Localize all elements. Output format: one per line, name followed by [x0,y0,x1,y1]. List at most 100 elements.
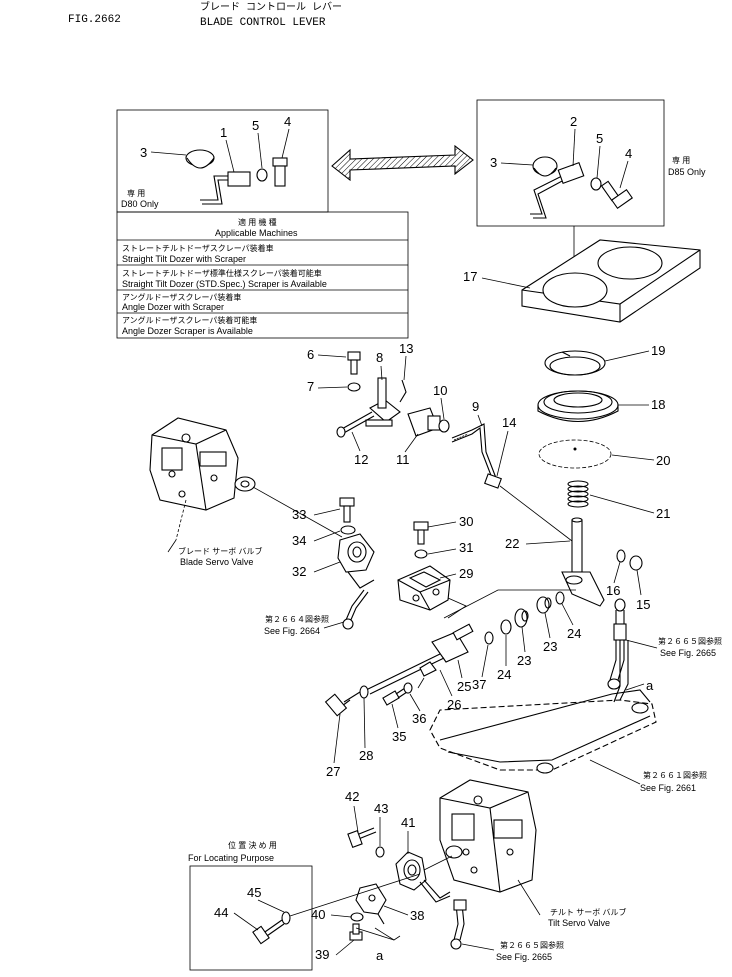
blade-servo-label-en: Blade Servo Valve [180,557,253,567]
callout-14: 14 [502,415,516,430]
bolt-head-icon [272,157,288,167]
callout-39: 39 [315,947,329,962]
callout-12: 12 [354,452,368,467]
blade-servo-valve: ブレード サーボ バルブ Blade Servo Valve [149,417,262,567]
d85-note-jp: 専 用 [672,155,690,165]
bolt-35-icon [382,690,400,706]
callout-24-left: 24 [497,667,511,682]
figure-header: FIG.2662 ブレード コントロール レバー BLADE CONTROL L… [68,0,342,29]
callout-37: 37 [472,677,486,692]
callout-35: 35 [392,729,406,744]
d80-note-jp: 専 用 [127,188,145,198]
lever-icon [200,175,232,201]
bolt-12-icon [339,411,373,431]
callout-44: 44 [214,905,228,920]
ref-2665b-label-jp: 第２６６５図参照 [500,940,564,950]
callout-21: 21 [656,506,670,521]
callout-8: 8 [376,350,383,365]
bolt-shank-icon [274,165,286,187]
spring-21-icon [567,480,589,508]
callout-11: 11 [396,452,410,467]
callout-9: 9 [472,399,479,414]
bushing-23b-icon [536,596,550,614]
callout-24-right: 24 [567,626,581,641]
bracket-38-icon [355,883,387,915]
callout-7: 7 [307,379,314,394]
callout-3-d85: 3 [490,155,497,170]
bolt-33-icon [339,497,355,507]
washer-34-icon [340,525,356,535]
rod-end-14-icon [484,473,502,489]
table-row-1-jp: ストレートチルトドーザスクレーパ装着車 [122,243,274,253]
pin-13-icon [399,379,407,403]
callout-10: 10 [433,383,447,398]
washer-45-icon [281,911,291,925]
callout-31: 31 [459,540,473,555]
inset-d80: 3 1 5 4 専 用 D80 Only [116,109,329,213]
bracket-29-assembly: 30 31 29 [397,514,473,611]
knob-dome-icon [186,157,215,169]
inset-d85: 3 2 5 4 専 用 D85 Only [476,99,706,227]
callout-40: 40 [311,907,325,922]
d80-note-en: D80 Only [121,199,159,209]
link-rod-icon [345,589,365,621]
callout-16: 16 [606,583,620,598]
washer-40-icon [350,912,364,922]
callout-32: 32 [292,564,306,579]
double-arrow-icon [331,144,474,182]
washer-16-icon [616,549,626,563]
callout-4-d80: 4 [284,114,291,129]
figure-number: FIG.2662 [68,14,121,26]
bushing-24-icon [500,619,512,635]
table-row-1-en: Straight Tilt Dozer with Scraper [122,254,246,264]
tilt-servo-label-jp: チルト サーボ バルブ [550,907,626,917]
d85-note-en: D85 Only [668,167,706,177]
callout-4-d85: 4 [625,146,632,161]
callout-28: 28 [359,748,373,763]
callout-5-d80: 5 [252,118,259,133]
callout-15: 15 [636,597,650,612]
washer-28-icon [359,685,369,699]
table-row-2-jp: ストレートチルトドーザ標準仕様スクレーパ装着可能車 [122,268,322,278]
joint-a-upper: a [646,678,654,693]
inset-d85-frame [476,99,665,227]
inset-locating: 位 置 決 め 用 For Locating Purpose 44 45 [188,840,421,971]
linkage-upper: 6 7 8 13 12 11 10 9 14 [307,341,516,489]
callout-5-d85: 5 [596,131,603,146]
applicable-machines-table: 適 用 機 種 Applicable Machines ストレートチルトドーザス… [116,211,409,339]
callout-3-d80: 3 [140,145,147,160]
table-row-3-en: Angle Dozer with Scraper [122,302,224,312]
table-row-3-jp: アングルドーザスクレーパ装着車 [122,292,241,302]
callout-22: 22 [505,536,519,551]
boot-assembly: 19 18 20 21 [537,343,670,521]
callout-17: 17 [463,269,477,284]
blade-servo-label-jp: ブレード サーボ バルブ [178,546,262,556]
callout-25: 25 [457,679,471,694]
joint-a-lower: a [376,948,384,963]
callout-43: 43 [374,801,388,816]
callout-36: 36 [412,711,426,726]
callout-19: 19 [651,343,665,358]
callout-30: 30 [459,514,473,529]
washer-43-icon [375,846,385,858]
cover-plate-17: 17 [463,239,701,323]
figure-title-en: BLADE CONTROL LEVER [200,17,326,29]
frame-2661: 第２６６１図参照 See Fig. 2661 [429,640,707,793]
callout-29: 29 [459,566,473,581]
callout-26: 26 [447,697,461,712]
table-row-2-en: Straight Tilt Dozer (STD.Spec.) Scraper … [122,279,327,289]
tilt-servo-valve: チルト サーボ バルブ Tilt Servo Valve [439,779,626,928]
locating-label-jp: 位 置 決 め 用 [228,840,277,850]
figure-title-jp: ブレード コントロール レバー [200,0,342,14]
callout-23-right: 23 [543,639,557,654]
rod-9-icon [451,423,497,479]
ref-2665-label-en: See Fig. 2665 [660,648,716,658]
linkage-left: 33 34 32 第２６６４図参照 See Fig. 2664 [264,497,375,636]
callout-45: 45 [247,885,261,900]
bolts-lower-left: 27 28 35 36 [324,677,426,779]
callout-20: 20 [656,453,670,468]
plate-hole-icon [597,246,663,280]
callout-33: 33 [292,507,306,522]
